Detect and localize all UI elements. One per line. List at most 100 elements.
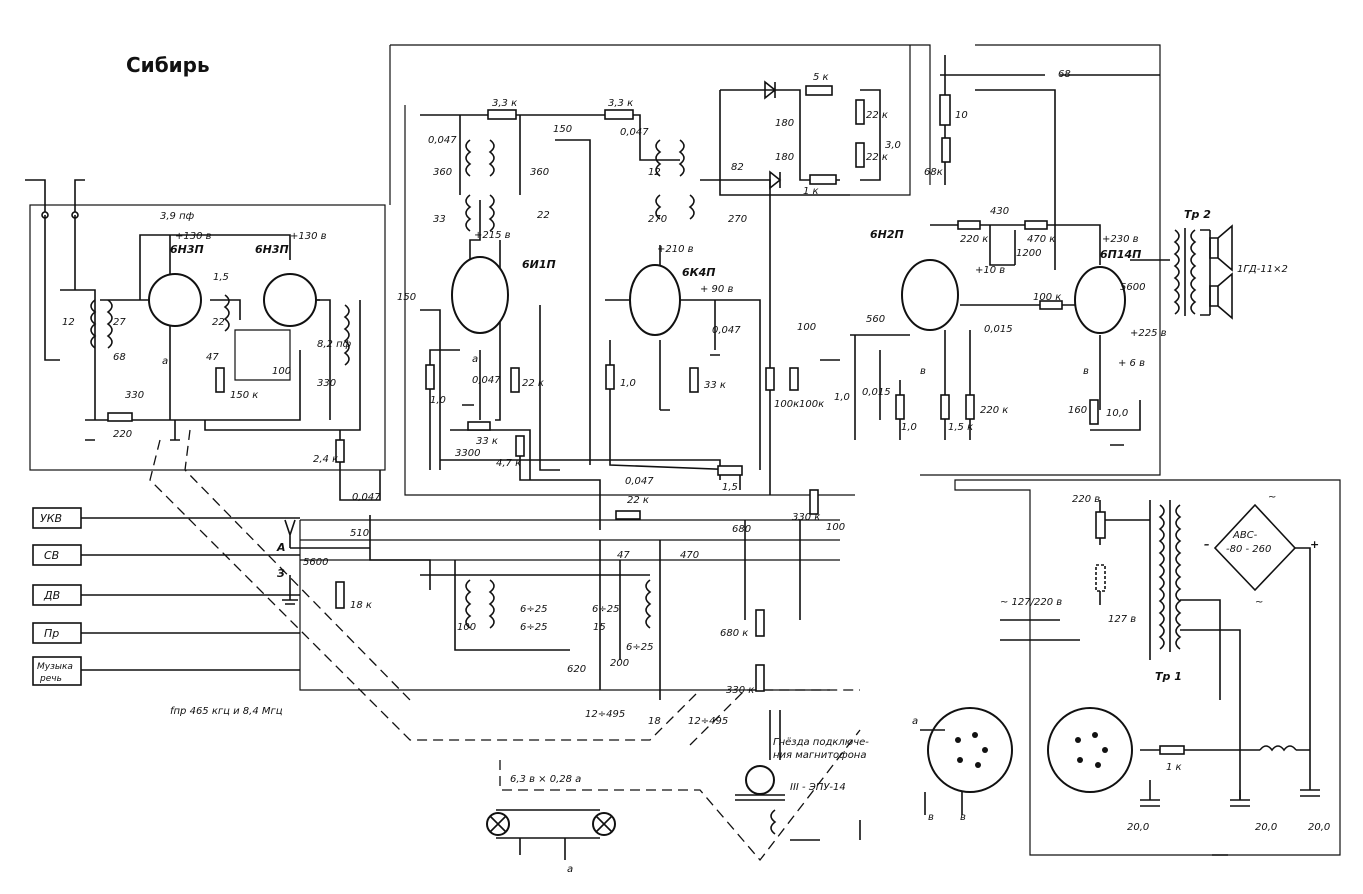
v4-grid-voltage: + 90 в: [700, 284, 733, 295]
label-c-6-25d: 6÷25: [626, 642, 653, 653]
label-c-68b: 68: [1058, 69, 1071, 80]
res-1-5: [717, 465, 743, 476]
tube-v4: [629, 264, 681, 336]
label-c-360-b: 360: [530, 167, 549, 178]
label-c-8-2: 8,2 пф: [317, 339, 352, 350]
svg-text:Музыка: Музыка: [37, 662, 73, 672]
if-coil-6: [678, 139, 685, 177]
res-1-5k: [940, 394, 950, 420]
tube-v2: [263, 273, 317, 327]
lamp-linkage: [499, 729, 861, 862]
pot-5k[interactable]: [805, 85, 833, 96]
v3-voltage: +215 в: [474, 230, 511, 241]
res-680k: [755, 609, 765, 637]
label-c-0-047-b: 0,047: [620, 127, 649, 138]
svg-text:Пр: Пр: [44, 627, 59, 640]
label-c-18: 18: [648, 716, 661, 727]
power-resistor: 1 к: [1166, 762, 1182, 773]
label-c-270-b: 270: [728, 214, 747, 225]
rectifier-minus: –: [1204, 538, 1210, 551]
mains-leads: [1000, 619, 1080, 641]
rf-coil-2: [106, 299, 113, 349]
antenna-symbol: [284, 519, 296, 548]
power-wires: [1099, 500, 1151, 660]
label-c-100: 100: [272, 366, 291, 377]
rectifier-tilde-1: ~: [1268, 492, 1276, 503]
v6-voltage: +230 в: [1102, 234, 1139, 245]
res-220k-b: [965, 394, 975, 420]
band-button-music-speech[interactable]: Музыка речь: [32, 656, 82, 686]
output-transformer-primary: [1173, 229, 1180, 315]
res-100k-b: [789, 367, 799, 391]
fuse-220: [1095, 511, 1106, 539]
svg-text:речь: речь: [39, 674, 62, 684]
node-a1: а: [912, 716, 918, 727]
tuning-coil-2: [488, 579, 495, 629]
fuse-127: [1095, 564, 1106, 592]
tube-v6-label: 6П14П: [1100, 248, 1141, 261]
v1-voltage: +130 в: [175, 231, 212, 242]
power-v220: 220 в: [1072, 494, 1100, 505]
label-c-12-495a: 12÷495: [585, 709, 625, 720]
audio-connector[interactable]: [927, 707, 1013, 793]
output-transformer-label: Тр 2: [1184, 208, 1211, 221]
label-c-0-047-a: 0,047: [428, 135, 457, 146]
band-button-sv[interactable]: СВ: [32, 544, 82, 566]
label-c-22: 22: [212, 317, 225, 328]
rf-coil-1: [90, 299, 97, 349]
label-r-10: 10: [955, 110, 968, 121]
label-c-150b: 150: [397, 292, 416, 303]
label-c-12-495b: 12÷495: [688, 716, 728, 727]
label-c-1200: 1200: [1016, 248, 1041, 259]
tuning-linkage-2: [184, 429, 411, 701]
label-c-100c: 100: [457, 622, 476, 633]
rectifier-plus: +: [1310, 538, 1319, 551]
band-button-pr[interactable]: Пр: [32, 622, 82, 644]
res-220: [107, 412, 133, 422]
label-c-0-047c: 0,047: [472, 375, 501, 386]
node-a2: а: [162, 356, 168, 367]
label-r-220k-b: 220 к: [980, 405, 1008, 416]
rectifier-tilde-2: ~: [1255, 597, 1263, 608]
res-3-3k-a: [487, 109, 517, 120]
power-c3: 20,0: [1308, 822, 1330, 833]
rectifier-bridge[interactable]: [1213, 503, 1297, 592]
label-r-18k: 18 к: [350, 600, 372, 611]
label-r-1-5k: 1,5 к: [948, 422, 973, 433]
label-r-22k-a: 22 к: [866, 110, 888, 121]
volume-pot[interactable]: [939, 94, 951, 126]
if-coil-5: [655, 139, 662, 177]
v6-cathode-voltage: + 6 в: [1118, 358, 1145, 369]
if-coil-8: [688, 194, 695, 220]
res-1-0-a: [425, 364, 435, 390]
node-b4: в: [1083, 366, 1089, 377]
res-2-4k: [335, 439, 345, 463]
label-r-22k-d: 22 к: [627, 495, 649, 506]
label-r-100k-c: 100 к: [1033, 292, 1061, 303]
if-coil-7: [655, 194, 662, 220]
band-button-dv[interactable]: ДВ: [32, 584, 82, 606]
res-22k-d: [615, 510, 641, 520]
tube-v3-label: 6И1П: [522, 258, 556, 271]
power-connector[interactable]: [1047, 707, 1133, 793]
label-c-510: 510: [350, 528, 369, 539]
label-r-1-5: 1,5: [722, 482, 738, 493]
band-button-ukv[interactable]: УКВ: [32, 507, 82, 529]
label-c-68: 68: [113, 352, 126, 363]
power-c2: 20,0: [1255, 822, 1277, 833]
rf-block-frame: [29, 204, 386, 471]
label-r-330kb: 330 к: [726, 685, 754, 696]
label-c-100b: 100: [826, 522, 845, 533]
label-c-100s: 100: [797, 322, 816, 333]
if-frequency-note: fпр 465 кгц и 8,4 Мгц: [170, 706, 283, 717]
res-18k: [335, 581, 345, 609]
label-c-200: 200: [610, 658, 629, 669]
band-switch-bar: [299, 519, 840, 691]
power-c1: 20,0: [1127, 822, 1149, 833]
label-r-470k: 470 к: [1027, 234, 1055, 245]
label-c-270-a: 270: [648, 214, 667, 225]
if-coil-2: [488, 139, 495, 177]
diode-1: [764, 80, 777, 100]
label-c-0-047: 0,047: [352, 492, 381, 503]
tuning-coil-3: [645, 579, 652, 629]
